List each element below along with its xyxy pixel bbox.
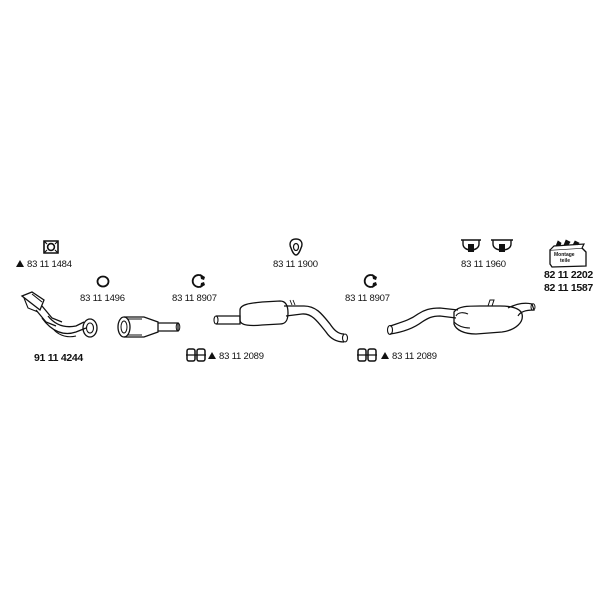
warning-triangle-icon xyxy=(16,260,24,267)
part-number-gasket-square: 83 11 1484 xyxy=(27,259,72,270)
warning-triangle-icon xyxy=(208,352,216,359)
warning-triangle-icon xyxy=(381,352,389,359)
kit-box-label-line2: teile xyxy=(560,258,571,264)
oval-hanger-icon xyxy=(288,238,304,256)
double-hanger-icon xyxy=(459,238,515,252)
part-number-kit-1: 82 11 2202 xyxy=(544,269,593,281)
mounting-kit-box: Montage teile xyxy=(546,240,590,268)
kit-box-label-line1: Montage xyxy=(554,252,575,258)
part-number-downpipe: 91 11 4244 xyxy=(34,352,83,364)
part-number-clamp-right: 83 11 8907 xyxy=(345,293,390,304)
ring-gasket-icon xyxy=(96,275,110,288)
square-gasket-icon xyxy=(42,239,60,255)
part-number-kit-2: 82 11 1587 xyxy=(544,282,593,294)
clamp-right-icon xyxy=(361,274,377,288)
toolbox-icon xyxy=(546,240,590,268)
part-number-clamp-pair-right: 83 11 2089 xyxy=(392,351,437,362)
clamp-left-icon xyxy=(189,274,205,288)
part-number-ring-gasket: 83 11 1496 xyxy=(80,293,125,304)
part-number-hanger-oval: 83 11 1900 xyxy=(273,259,318,270)
middle-silencer-icon xyxy=(212,296,352,346)
part-number-clamp-pair-left: 83 11 2089 xyxy=(219,351,264,362)
part-number-hanger-double: 83 11 1960 xyxy=(461,259,506,270)
clamp-pair-right-icon xyxy=(356,347,378,363)
catalytic-converter-icon xyxy=(114,312,182,342)
clamp-pair-left-icon xyxy=(185,347,207,363)
downpipe-icon xyxy=(18,290,100,346)
rear-silencer-icon xyxy=(384,296,538,342)
part-number-clamp-left: 83 11 8907 xyxy=(172,293,217,304)
